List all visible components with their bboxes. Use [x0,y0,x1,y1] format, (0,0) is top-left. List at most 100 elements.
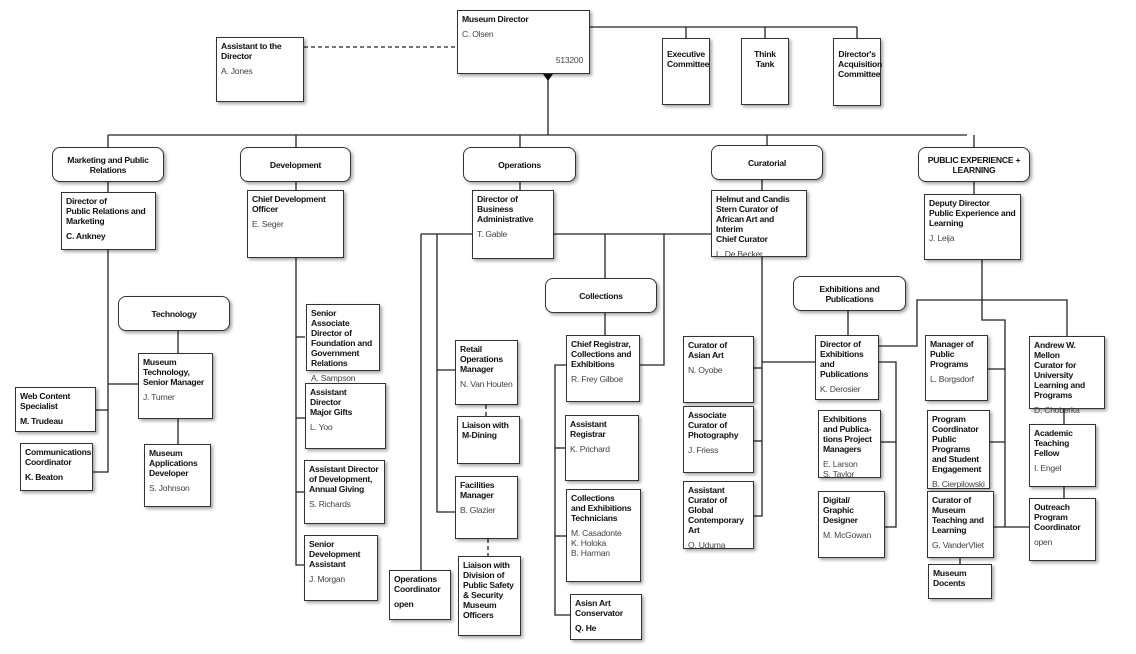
person-name: B. Glazier [460,505,496,515]
position-box-exhdir: Director of Exhibitions and Publications… [815,335,879,400]
person-name: E. Seger [252,219,284,229]
connector [554,364,570,616]
connector [295,258,304,566]
position-title: Collections [579,290,623,301]
position-title: Museum Applications Developer [149,448,198,478]
position-box-think: Think Tank [741,38,789,105]
position-box-dining: Liaison with M-Dining [457,416,520,464]
position-title: PUBLIC EXPERIENCE + LEARNING [927,154,1021,175]
person-name: J. Turner [143,392,175,402]
position-title: Exhibitions and Publications [819,283,880,304]
person-name: N. Van Houten [460,379,513,389]
position-box-comms: Communications Coordinator K. Beaton [20,443,93,491]
position-title: Liaison with Division of Public Safety &… [463,560,514,620]
person-name: B. Cierpilowski [932,479,985,489]
person-name: S. Richards [309,499,351,509]
person-name: A. Jones [221,66,253,76]
position-title: Chief Registrar, Collections and Exhibit… [571,339,632,369]
person-name: O. Uduma [688,540,726,550]
position-title: Director's Acquisition Committee [838,49,883,79]
position-box-pms: Exhibitions and Publica- tions Project M… [818,410,881,479]
position-box-yoo: Assistant Director Major Gifts L. Yoo [305,383,386,449]
position-code: 513200 [555,55,583,65]
position-title: Technology [151,308,197,319]
person-name: D. Choberka [1034,405,1080,415]
position-title: Web Content Specialist [20,391,71,411]
department-collections: Collections [545,278,657,313]
position-title: Senior Development Assistant [309,539,361,569]
person-name: M. McGowan [823,530,872,540]
connector [879,299,1068,347]
position-title: Executive Committee [667,49,710,69]
person-name: K. Beaton [25,472,63,482]
person-name: J. Morgan [309,574,345,584]
position-title: Assistant Director Major Gifts [310,387,353,417]
position-title: Director of Exhibitions and Publications [820,339,869,379]
position-box-safety: Liaison with Division of Public Safety &… [458,556,521,636]
position-box-global: Assistant Curator of Global Contemporary… [683,481,754,550]
person-name: open [1034,537,1053,547]
position-title: Asisn Art Conservator [575,598,623,618]
position-box-dba: Director of Business Administrative T. Ga… [472,190,554,259]
position-box-richards: Assistant Director of Development, Annua… [304,460,385,524]
person-name: K. Prichard [570,444,610,454]
connector [879,361,897,528]
position-title: Manager of Public Programs [930,339,974,369]
position-box-retail: Retail Operations Manager N. Van Houten [455,340,518,405]
position-title: Assistant Registrar [570,419,607,439]
department-dept-cur: Curatorial [711,145,823,180]
person-name: M. Trudeau [20,416,63,426]
position-title: Associate Curator of Photography [688,410,739,440]
person-name: M. Casadonte K. Holoka B. Harman [571,528,622,558]
position-title: Exhibitions and Publica- tions Project M… [823,414,872,454]
position-title: Operations Coordinator [394,574,441,594]
position-title: Communications Coordinator [25,447,92,467]
position-title: Museum Docents [933,568,967,588]
person-name: J. Leija [929,233,955,243]
position-title: Collections and Exhibitions Technicians [571,493,632,523]
position-box-exec: Executive Committee [662,38,710,105]
position-title: Operations [498,159,541,170]
department-dept-dev: Development [240,147,351,182]
connector [640,234,665,366]
department-tech: Technology [118,296,230,331]
person-name: J. Friess [688,445,719,455]
department-dept-ops: Operations [463,147,576,182]
position-title: Director of Business Administrative [477,194,534,224]
position-box-apps: Museum Applications Developer S. Johnson [144,444,211,507]
position-title: Liaison with M-Dining [462,420,509,440]
position-box-cdo: Chief Development Officer E. Seger [247,190,344,258]
connector [93,250,109,473]
position-title: Academic Teaching Fellow [1034,428,1073,458]
person-name: K. Derosier [820,384,861,394]
position-title: Chief Development Officer [252,194,326,214]
person-name: E. Larson S. Taylor [823,459,858,479]
person-name: T. Gable [477,229,508,239]
department-dept-mkt: Marketing and Public Relations [52,147,164,182]
position-title: Museum Director [462,14,529,24]
position-title: Retail Operations Manager [460,344,503,374]
position-title: Program Coordinator Public Programs and … [932,414,982,474]
position-title: Director of Public Relations and Marketi… [66,196,146,226]
position-box-chiefcur: Helmut and Candis Stern Curator of Afric… [711,190,807,259]
position-box-asstreg: Assistant Registrar K. Prichard [565,415,639,481]
person-name: L. Borgsdorf [930,374,974,384]
person-name: L. Yoo [310,422,333,432]
connector [436,234,455,513]
person-name: S. Johnson [149,483,190,493]
person-name: open [394,599,414,609]
position-box-opscoord: Operations Coordinator open [389,570,451,620]
position-box-docents: Museum Docents [928,564,992,599]
position-title: Assistant Director of Development, Annua… [309,464,379,494]
position-title: Development [269,159,322,170]
position-box-mkt-dir: Director of Public Relations and Marketi… [61,192,156,250]
position-box-progcoord: Program Coordinator Public Programs and … [927,410,990,489]
position-title: Curator of Asian Art [688,340,728,360]
